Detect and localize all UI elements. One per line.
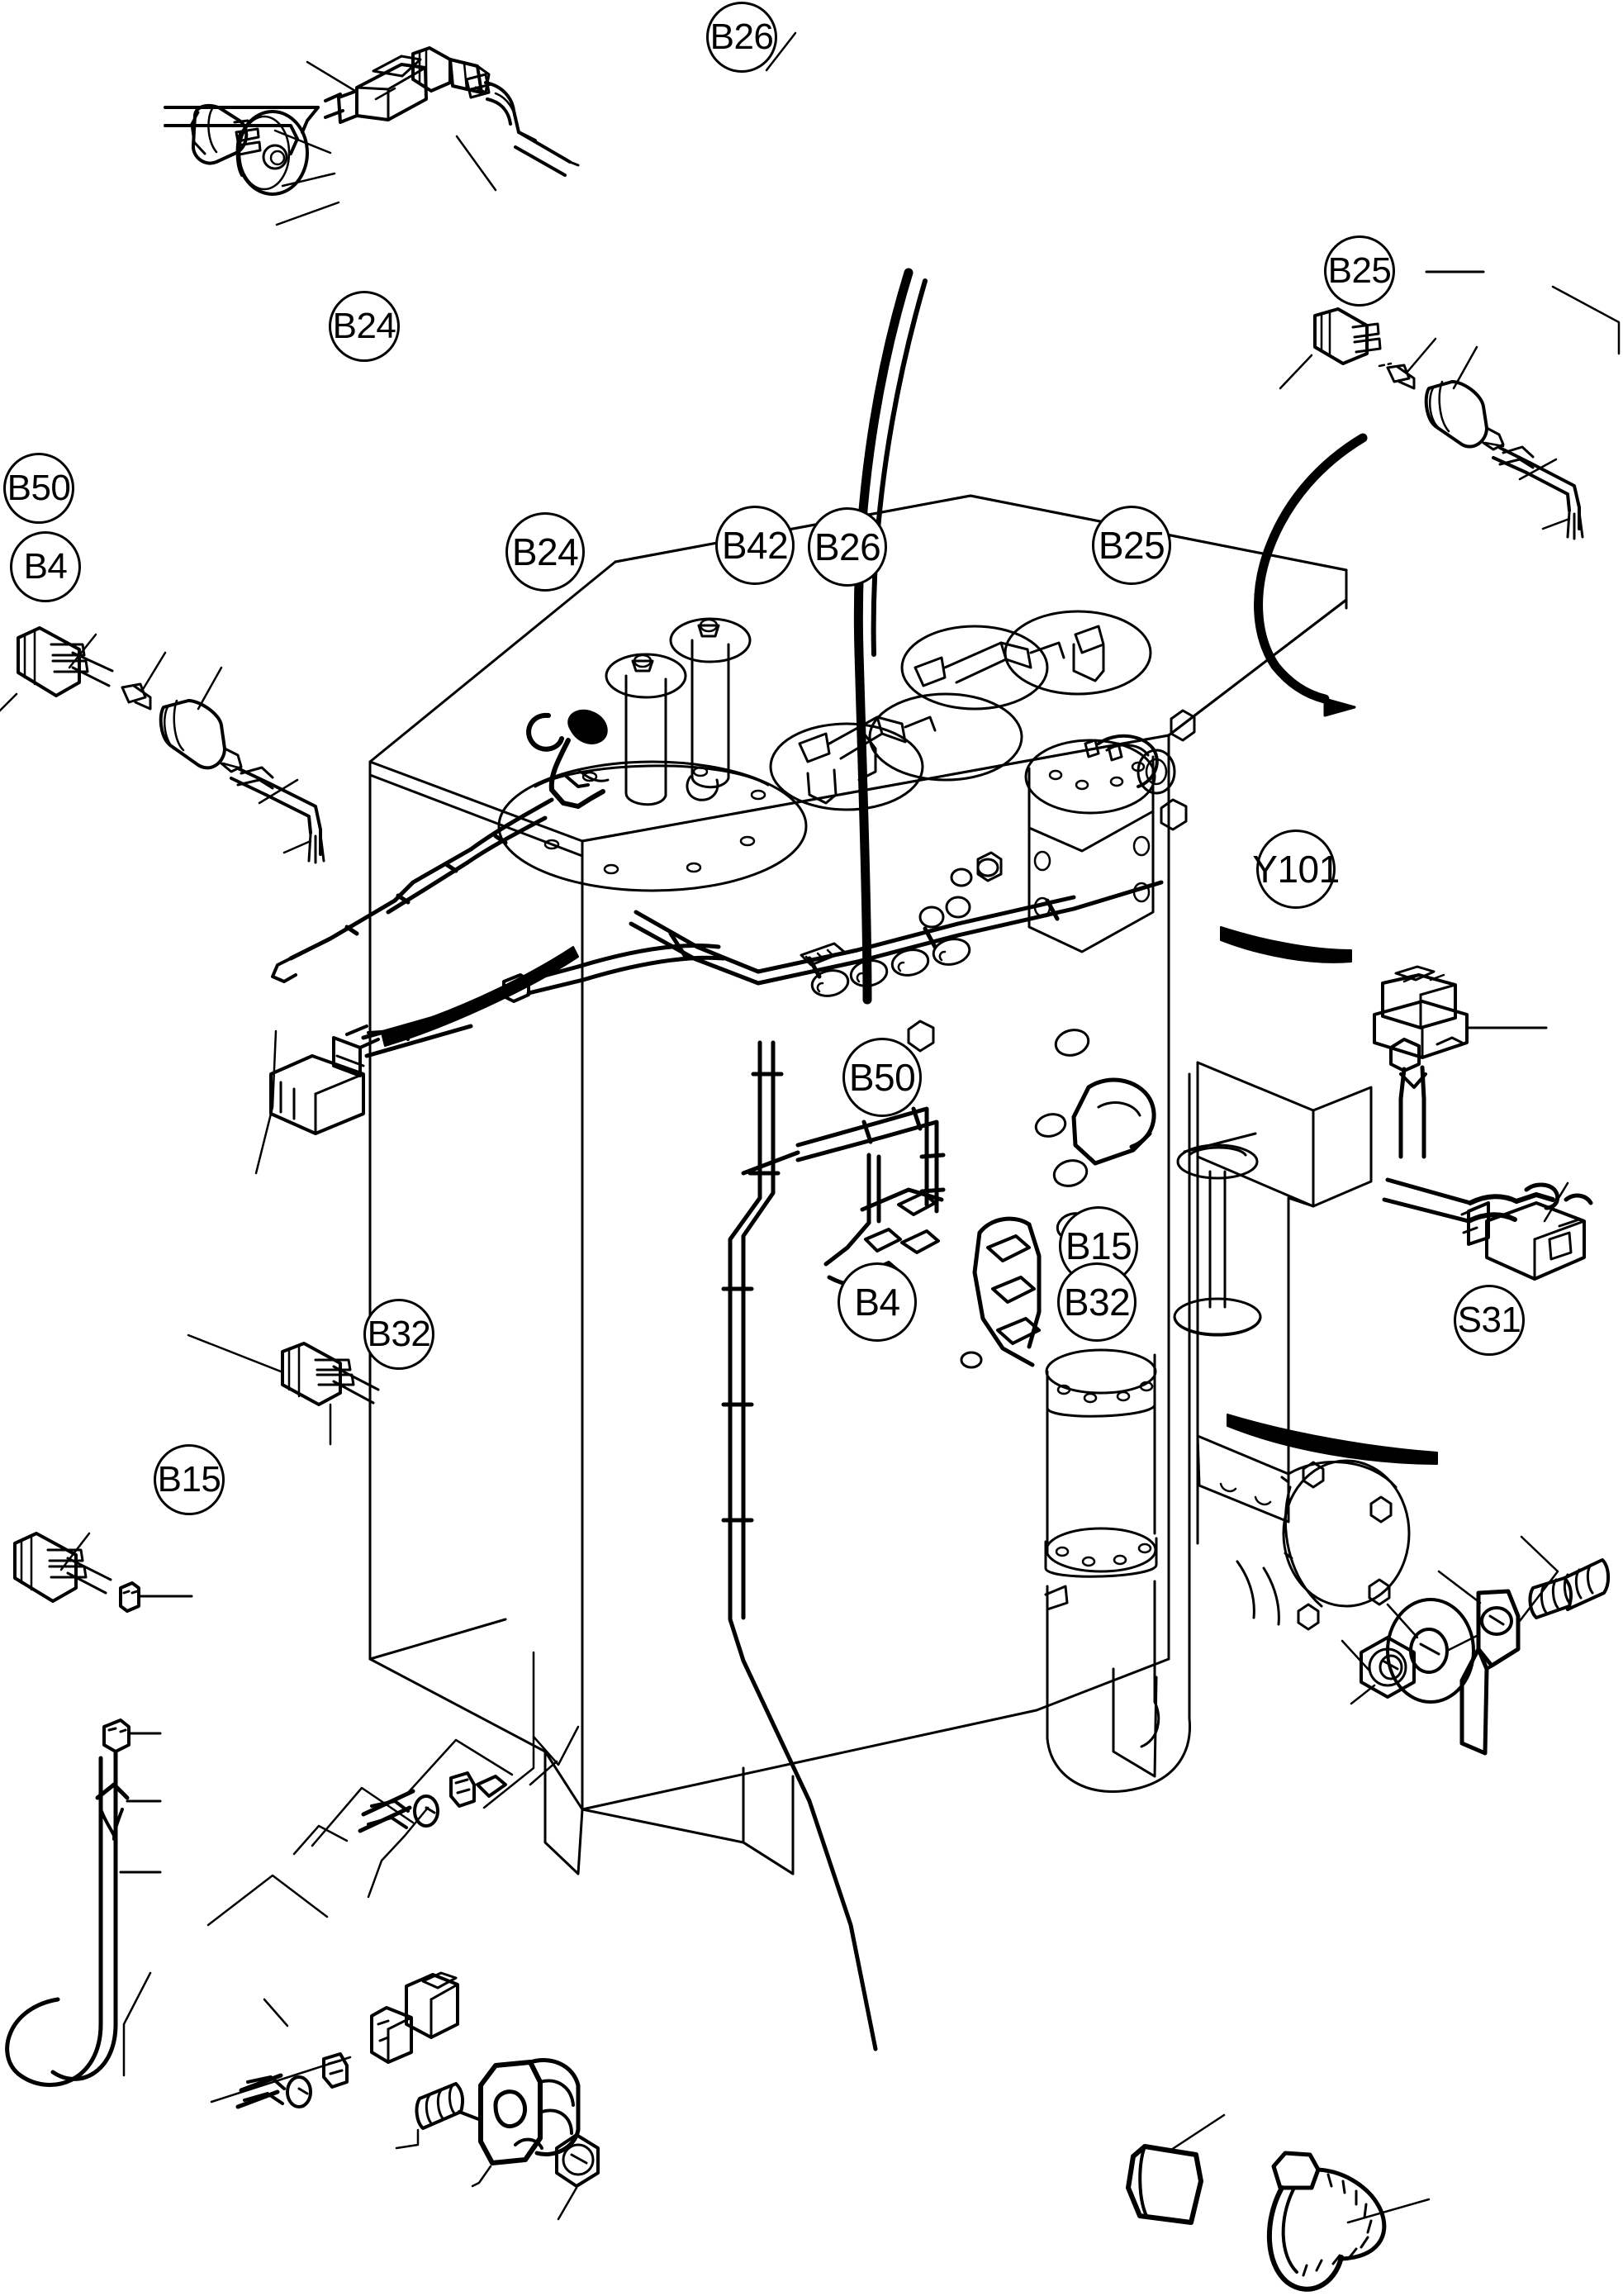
part-lower-left-harness <box>5 1651 580 2109</box>
callout-b26[interactable]: B26 <box>808 507 887 587</box>
callout-s31[interactable]: S31 <box>1454 1285 1525 1356</box>
part-b15-sensor <box>13 1532 193 1613</box>
part-y101-connector <box>1373 965 1548 1159</box>
callout-b25[interactable]: B25 <box>1324 235 1395 307</box>
part-lower-right-hardware <box>1341 1535 1610 1756</box>
callout-b50[interactable]: B50 <box>3 453 74 524</box>
callout-b15[interactable]: B15 <box>154 1444 225 1515</box>
part-b4-left-sensor <box>0 626 325 864</box>
part-left-mid-connector <box>254 943 726 1175</box>
part-b25-upper-right <box>1279 270 1621 540</box>
part-bottom-right-tie <box>1126 2113 1431 2292</box>
part-b24-upper-left <box>164 55 497 226</box>
callout-b42[interactable]: B42 <box>715 506 795 585</box>
part-bottom-clamp <box>395 2058 600 2221</box>
part-b26-upper-center <box>411 31 797 177</box>
machine-body <box>271 268 1438 2051</box>
callout-b32[interactable]: B32 <box>363 1299 434 1370</box>
callout-b24[interactable]: B24 <box>505 512 585 592</box>
callout-b25[interactable]: B25 <box>1092 506 1171 585</box>
callout-y101[interactable]: Y101 <box>1252 830 1340 909</box>
callout-b4[interactable]: B4 <box>10 531 81 602</box>
callout-b26[interactable]: B26 <box>706 2 777 73</box>
part-s31-connector <box>1382 1177 1593 1281</box>
callout-b50[interactable]: B50 <box>842 1038 922 1117</box>
callout-b24[interactable]: B24 <box>329 291 400 362</box>
callout-b32[interactable]: B32 <box>1057 1262 1137 1342</box>
callout-b4[interactable]: B4 <box>838 1262 917 1342</box>
part-b32-thermistor <box>187 1333 380 1446</box>
